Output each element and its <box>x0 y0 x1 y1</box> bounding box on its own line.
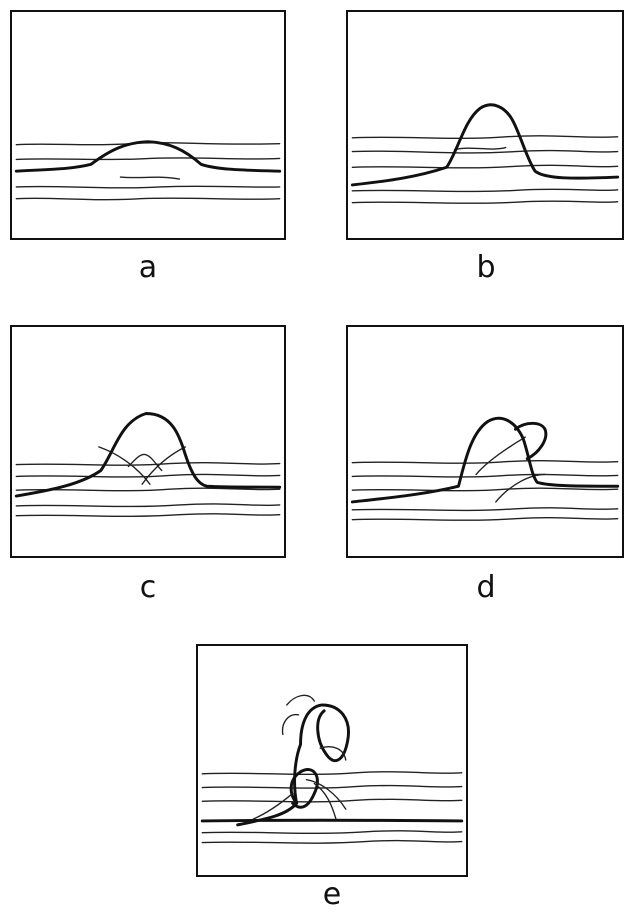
fiber-line <box>15 197 281 201</box>
folded-loop <box>350 416 620 504</box>
panel-b-frame <box>346 10 624 240</box>
bulge-curve <box>14 140 282 173</box>
fiber-line <box>15 473 281 478</box>
fiber-line <box>15 487 281 492</box>
loop-curve <box>350 103 620 187</box>
fiber-line <box>119 176 181 180</box>
crossing-fiber <box>475 436 526 476</box>
panel-a-frame <box>10 10 286 240</box>
fiber-line <box>201 798 463 803</box>
tangled-loop <box>289 768 319 809</box>
tangled-loop-thin <box>252 694 347 820</box>
fiber-line <box>201 839 463 844</box>
panel-e-frame <box>196 644 468 877</box>
fiber-line <box>15 513 281 517</box>
panel-d-frame <box>346 325 624 558</box>
fiber-line <box>201 771 463 776</box>
panel-c-frame <box>10 325 286 558</box>
fiber-line <box>15 157 281 161</box>
panel-d-label: d <box>476 570 496 605</box>
fiber-line <box>351 149 619 154</box>
fiber-line <box>15 185 281 189</box>
fiber-line <box>351 517 619 521</box>
fiber-line <box>351 473 619 478</box>
panel-d-drawing <box>350 416 620 521</box>
fiber-line <box>15 503 281 508</box>
fiber-line <box>351 487 619 492</box>
fiber-line <box>351 200 619 204</box>
fiber-line <box>15 461 281 466</box>
panel-e-drawing <box>200 694 464 844</box>
baseline-fiber <box>200 818 464 823</box>
folded-loop-tip <box>513 421 548 461</box>
panel-b-drawing <box>350 103 620 204</box>
loop-curve <box>14 412 282 498</box>
fiber-line <box>351 164 619 169</box>
panel-a-drawing <box>14 140 282 201</box>
panel-c-label: c <box>139 570 157 605</box>
fiber-line <box>453 146 507 151</box>
panel-c-drawing <box>14 412 282 517</box>
fiber-line <box>201 830 463 835</box>
fiber-line <box>201 784 463 789</box>
fiber-line <box>351 188 619 193</box>
panel-e-label: e <box>322 877 342 912</box>
fiber-line <box>351 460 619 464</box>
panel-b-label: b <box>476 250 496 285</box>
fiber-line <box>351 135 619 140</box>
inner-bump <box>127 453 163 472</box>
panel-a-label: a <box>138 250 158 285</box>
fiber-line <box>351 507 619 512</box>
crossing-fiber <box>141 446 187 485</box>
crossing-fiber <box>495 473 546 503</box>
